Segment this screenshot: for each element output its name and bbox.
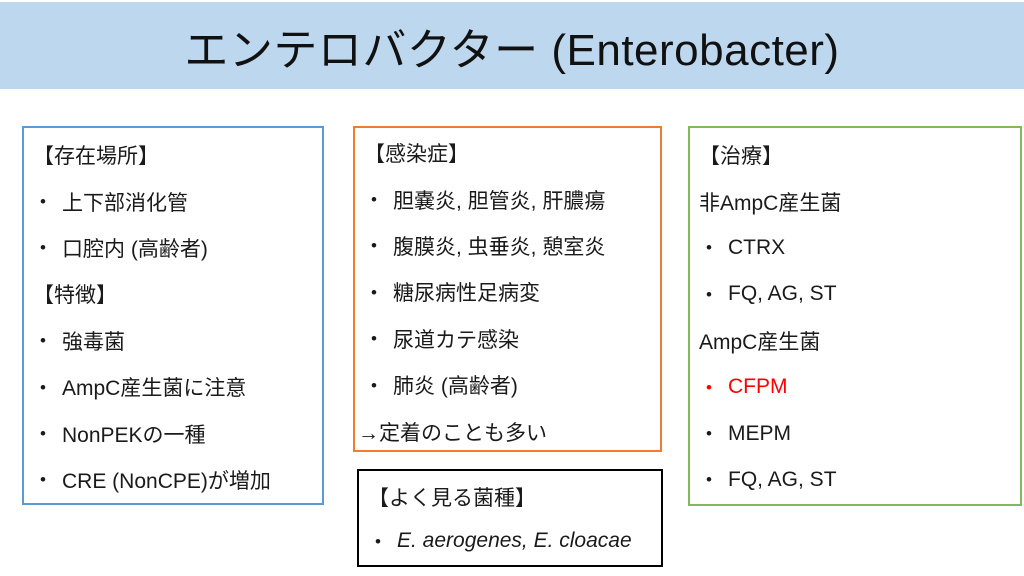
subheading-ampc: AmpC産生菌 <box>699 330 821 354</box>
bullet-icon: • <box>706 238 712 258</box>
bullet-icon: • <box>40 331 46 351</box>
bullet-icon: • <box>40 238 46 258</box>
bullet-icon: • <box>706 424 712 444</box>
location-features-box: 【存在場所】 • 上下部消化管 • 口腔内 (高齢者) 【特徴】 • 強毒菌 •… <box>22 126 324 505</box>
list-item: • 肺炎 (高齢者) <box>355 362 660 408</box>
subheading-non-ampc: 非AmpC産生菌 <box>699 191 842 215</box>
list-item-text: 強毒菌 <box>62 330 125 354</box>
list-item: • 糖尿病性足病変 <box>355 269 660 315</box>
bullet-icon: • <box>40 470 46 490</box>
list-item: • CRE (NonCPE)が増加 <box>24 457 322 503</box>
list-item: • 尿道カテ感染 <box>355 316 660 362</box>
list-item-text: AmpC産生菌に注意 <box>62 377 247 401</box>
list-item: • E. aerogenes, E. cloacae <box>359 519 661 563</box>
list-item: • AmpC産生菌に注意 <box>24 364 322 410</box>
section-heading-treatment: 【治療】 <box>699 145 783 169</box>
bullet-icon: • <box>371 282 377 302</box>
treatment-box: 【治療】 非AmpC産生菌 • CTRX • FQ, AG, ST AmpC産生… <box>688 126 1022 506</box>
bullet-icon: • <box>40 424 46 444</box>
list-item: • FQ, AG, ST <box>690 457 1020 503</box>
list-item-highlighted: • CFPM <box>690 364 1020 410</box>
list-item-text: 尿道カテ感染 <box>393 328 519 352</box>
list-item-text: 胆嚢炎, 胆管炎, 肝膿瘍 <box>393 189 606 213</box>
list-item-text: MEPM <box>728 421 791 445</box>
bullet-icon: • <box>40 377 46 397</box>
list-item: • NonPEKの一種 <box>24 410 322 456</box>
species-names-text: E. aerogenes, E. cloacae <box>397 529 632 552</box>
infection-box: 【感染症】 • 胆嚢炎, 胆管炎, 肝膿瘍 • 腹膜炎, 虫垂炎, 憩室炎 • … <box>353 126 662 452</box>
list-item-text: NonPEKの一種 <box>62 423 206 447</box>
bullet-icon: • <box>706 284 712 304</box>
list-item: • CTRX <box>690 225 1020 271</box>
list-item-text: FQ, AG, ST <box>728 282 837 306</box>
bullet-icon: • <box>371 236 377 256</box>
list-item-text: 上下部消化管 <box>62 191 188 215</box>
list-item: • MEPM <box>690 410 1020 456</box>
list-item: • 胆嚢炎, 胆管炎, 肝膿瘍 <box>355 176 660 222</box>
section-heading-species: 【よく見る菌種】 <box>368 487 536 510</box>
bullet-icon: • <box>371 190 377 210</box>
list-item-text: CRE (NonCPE)が増加 <box>62 469 271 493</box>
list-item-text: 腹膜炎, 虫垂炎, 憩室炎 <box>393 235 606 259</box>
list-item-text: CFPM <box>728 375 788 399</box>
bullet-icon: • <box>706 377 712 397</box>
list-item: • 強毒菌 <box>24 318 322 364</box>
list-item-text: 肺炎 (高齢者) <box>393 375 518 399</box>
section-heading-features: 【特徴】 <box>33 284 117 308</box>
bullet-icon: • <box>706 470 712 490</box>
bullet-icon: • <box>40 192 46 212</box>
page-title: エンテロバクター (Enterobacter) <box>184 25 840 75</box>
list-item: • 口腔内 (高齢者) <box>24 225 322 271</box>
list-item-text: 糖尿病性足病変 <box>393 282 540 306</box>
list-item: • 上下部消化管 <box>24 178 322 224</box>
bullet-icon: • <box>371 375 377 395</box>
common-species-box: 【よく見る菌種】 • E. aerogenes, E. cloacae <box>357 469 663 567</box>
list-item-text: 口腔内 (高齢者) <box>62 237 208 261</box>
section-heading-infections: 【感染症】 <box>364 143 469 167</box>
list-item: • FQ, AG, ST <box>690 271 1020 317</box>
note-line: →定着のことも多い <box>358 421 547 445</box>
bullet-icon: • <box>375 531 381 551</box>
list-item: • 腹膜炎, 虫垂炎, 憩室炎 <box>355 223 660 269</box>
slide-title-bar: エンテロバクター (Enterobacter) <box>0 2 1024 89</box>
section-heading-location: 【存在場所】 <box>33 145 159 169</box>
list-item-text: FQ, AG, ST <box>728 467 837 491</box>
bullet-icon: • <box>371 329 377 349</box>
list-item-text: CTRX <box>728 235 786 259</box>
